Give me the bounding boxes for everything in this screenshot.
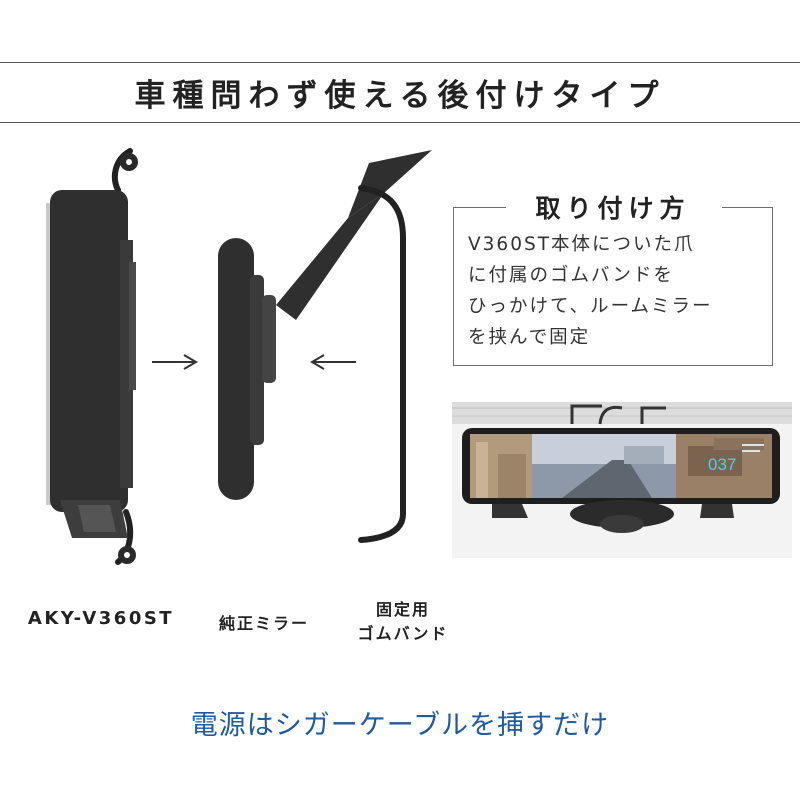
heading-bottom-rule: [0, 122, 800, 123]
installed-mirror-photo: 037: [452, 402, 792, 558]
top-rule: [0, 62, 800, 63]
box-top-border-right: [722, 207, 772, 208]
instruction-line: に付属のゴムバンドを: [468, 265, 674, 286]
arrow-right-icon: [152, 354, 198, 370]
mirror-label: 純正ミラー: [218, 614, 309, 633]
device-illustration: [46, 148, 138, 565]
page-heading: 車種問わず使える後付けタイプ: [134, 78, 666, 114]
rubber-band-illustration: [358, 185, 406, 543]
band-label-line: 固定用: [375, 600, 430, 619]
install-instructions-title: 取り付け方: [535, 194, 691, 223]
install-instructions-box: 取り付け方 V360ST本体についた爪 に付属のゴムバンドを ひっかけて、ルーム…: [453, 194, 773, 366]
instruction-line: を挟んで固定: [468, 327, 591, 348]
instruction-line: V360ST本体についた爪: [468, 234, 695, 255]
band-label: 固定用 ゴムバンド: [338, 598, 468, 646]
device-label: AKY-V360ST: [27, 608, 175, 629]
install-instructions-body: V360ST本体についた爪 に付属のゴムバンドを ひっかけて、ルームミラー を挟…: [468, 229, 768, 353]
speed-readout: 037: [708, 455, 736, 474]
box-top-border-left: [454, 207, 506, 208]
mirror-illustration: [218, 150, 432, 500]
instruction-line: ひっかけて、ルームミラー: [468, 296, 713, 317]
footer-note: 電源はシガーケーブルを挿すだけ: [190, 710, 610, 741]
band-label-line: ゴムバンド: [357, 624, 449, 643]
arrow-left-icon: [310, 354, 356, 370]
installation-diagram: [46, 148, 432, 565]
